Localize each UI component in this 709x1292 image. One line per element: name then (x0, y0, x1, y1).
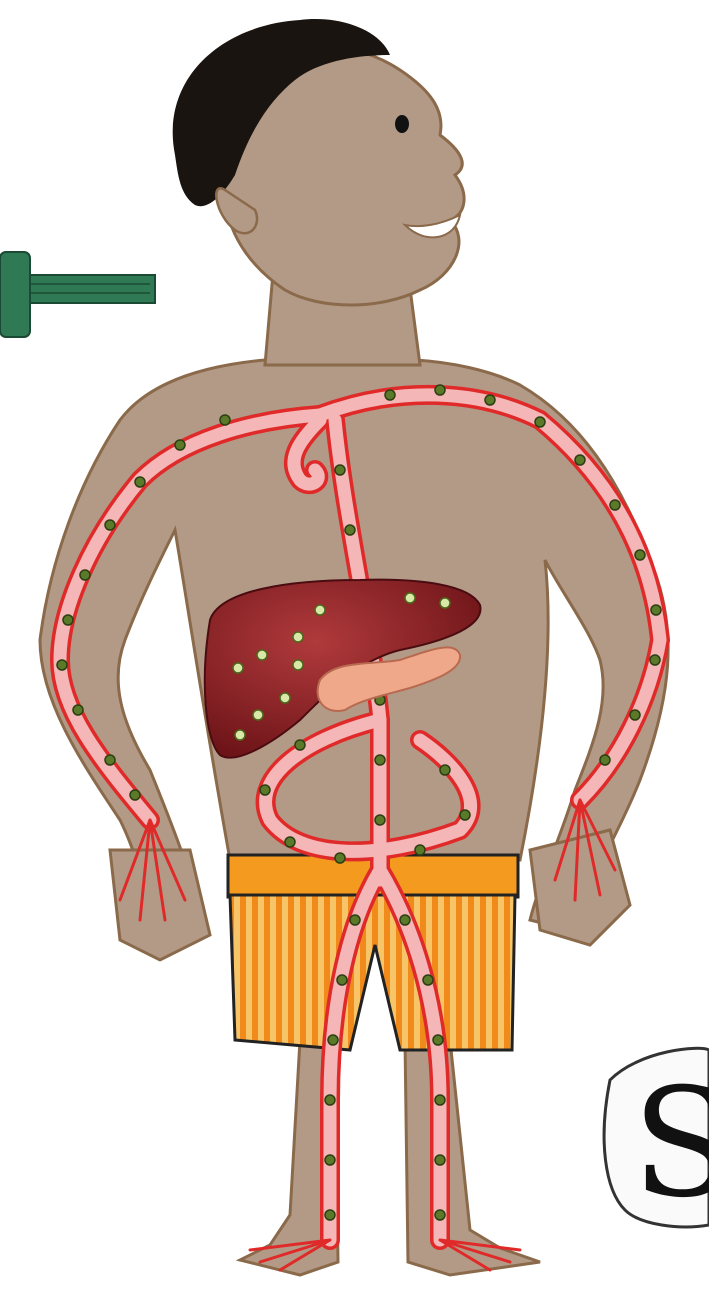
key-icon (0, 252, 155, 337)
sign: S (604, 1048, 709, 1231)
sign-letter: S (632, 1057, 709, 1231)
